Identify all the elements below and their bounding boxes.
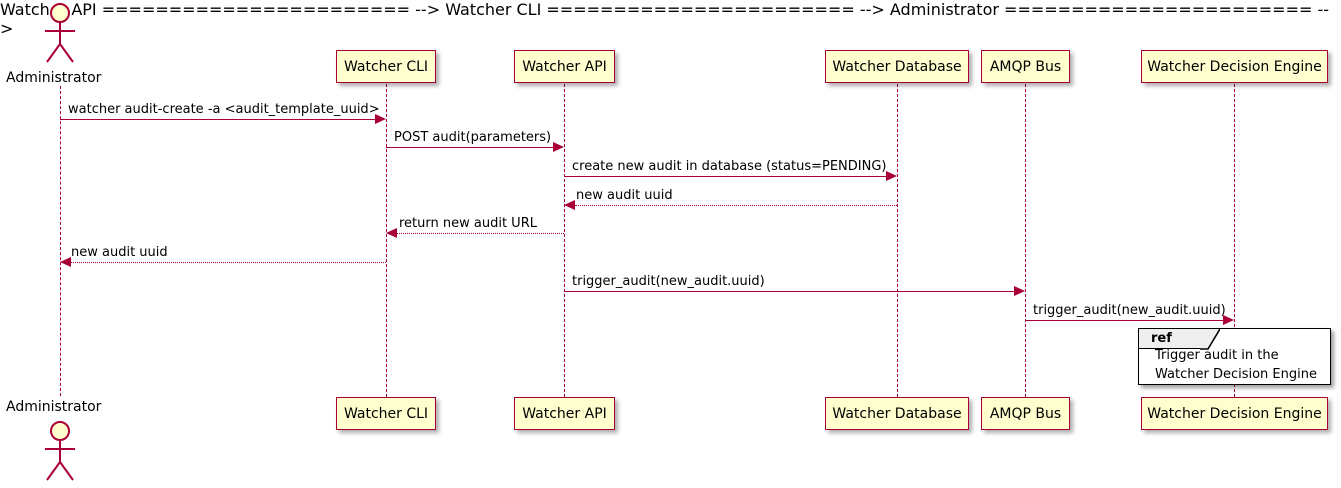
ref-fragment-tab-label: ref [1151, 331, 1172, 346]
message-label-7: trigger_audit(new_audit.uuid) [572, 274, 765, 289]
lifeline-watcher-cli [386, 84, 387, 397]
ref-fragment-body-text: Trigger audit in the Watcher Decision En… [1155, 348, 1317, 382]
actor-administrator-figure-top [36, 2, 84, 66]
participant-label-watcher-cli-top: Watcher CLI [343, 58, 429, 75]
lifeline-administrator [60, 86, 61, 396]
participant-label-watcher-decision-engine-bottom: Watcher Decision Engine [1147, 405, 1322, 422]
message-arrowhead-8 [1223, 315, 1234, 325]
participant-label-watcher-api-bottom: Watcher API [522, 405, 607, 422]
participant-label-watcher-database-top: Watcher Database [832, 58, 962, 75]
participant-label-watcher-cli-bottom: Watcher CLI [343, 405, 429, 422]
participant-label-watcher-decision-engine-top: Watcher Decision Engine [1147, 58, 1322, 75]
message-label-8: trigger_audit(new_audit.uuid) [1033, 303, 1226, 318]
participant-watcher-decision-engine-bottom[interactable]: Watcher Decision Engine [1141, 397, 1328, 430]
message-line-5 [397, 233, 564, 234]
ref-fragment-tab: ref [1139, 329, 1201, 349]
participant-watcher-api-bottom[interactable]: Watcher API [514, 397, 615, 430]
participant-label-watcher-api-top: Watcher API [522, 58, 607, 75]
participant-watcher-cli-top[interactable]: Watcher CLI [336, 50, 436, 83]
message-label-6: new audit uuid [71, 245, 168, 260]
message-label-5: return new audit URL [399, 216, 537, 231]
message-line-3 [564, 176, 887, 177]
message-line-7 [564, 291, 1015, 292]
message-label-4: new audit uuid [576, 188, 673, 203]
actor-administrator-figure-bottom [36, 420, 84, 484]
message-arrowhead-6 [60, 257, 71, 267]
participant-watcher-database-top[interactable]: Watcher Database [825, 50, 969, 83]
participant-label-amqp-bus-top: AMQP Bus [989, 58, 1062, 75]
participant-label-administrator-bottom: Administrator [6, 399, 102, 415]
message-line-2 [386, 147, 554, 148]
message-arrowhead-2 [553, 142, 564, 152]
lifeline-watcher-decision-engine [1234, 84, 1235, 397]
participant-label-administrator-top: Administrator [6, 70, 102, 86]
lifeline-amqp-bus [1025, 84, 1026, 397]
participant-watcher-database-bottom[interactable]: Watcher Database [825, 397, 969, 430]
ref-fragment-tab-corner-icon [1200, 329, 1220, 350]
message-arrowhead-1 [375, 114, 386, 124]
message-arrowhead-7 [1014, 286, 1025, 296]
lifeline-watcher-api [564, 84, 565, 397]
ref-fragment-box: ref [1138, 328, 1331, 385]
participant-amqp-bus-bottom[interactable]: AMQP Bus [981, 397, 1070, 430]
participant-label-watcher-database-bottom: Watcher Database [832, 405, 962, 422]
message-label-1: watcher audit-create -a <audit_template_… [68, 102, 380, 117]
participant-watcher-api-top[interactable]: Watcher API [514, 50, 615, 83]
message-line-8 [1025, 320, 1224, 321]
message-arrowhead-5 [386, 228, 397, 238]
message-line-6 [71, 262, 386, 263]
message-line-4 [575, 205, 897, 206]
participant-label-amqp-bus-bottom: AMQP Bus [989, 405, 1062, 422]
participant-amqp-bus-top[interactable]: AMQP Bus [981, 50, 1070, 83]
message-label-3: create new audit in database (status=PEN… [572, 159, 887, 174]
participant-watcher-decision-engine-top[interactable]: Watcher Decision Engine [1141, 50, 1328, 83]
message-line-1 [60, 119, 376, 120]
participant-watcher-cli-bottom[interactable]: Watcher CLI [336, 397, 436, 430]
message-label-2: POST audit(parameters) [394, 130, 552, 145]
message-arrowhead-4 [564, 200, 575, 210]
message-arrowhead-3 [886, 171, 897, 181]
lifeline-watcher-database [897, 84, 898, 397]
